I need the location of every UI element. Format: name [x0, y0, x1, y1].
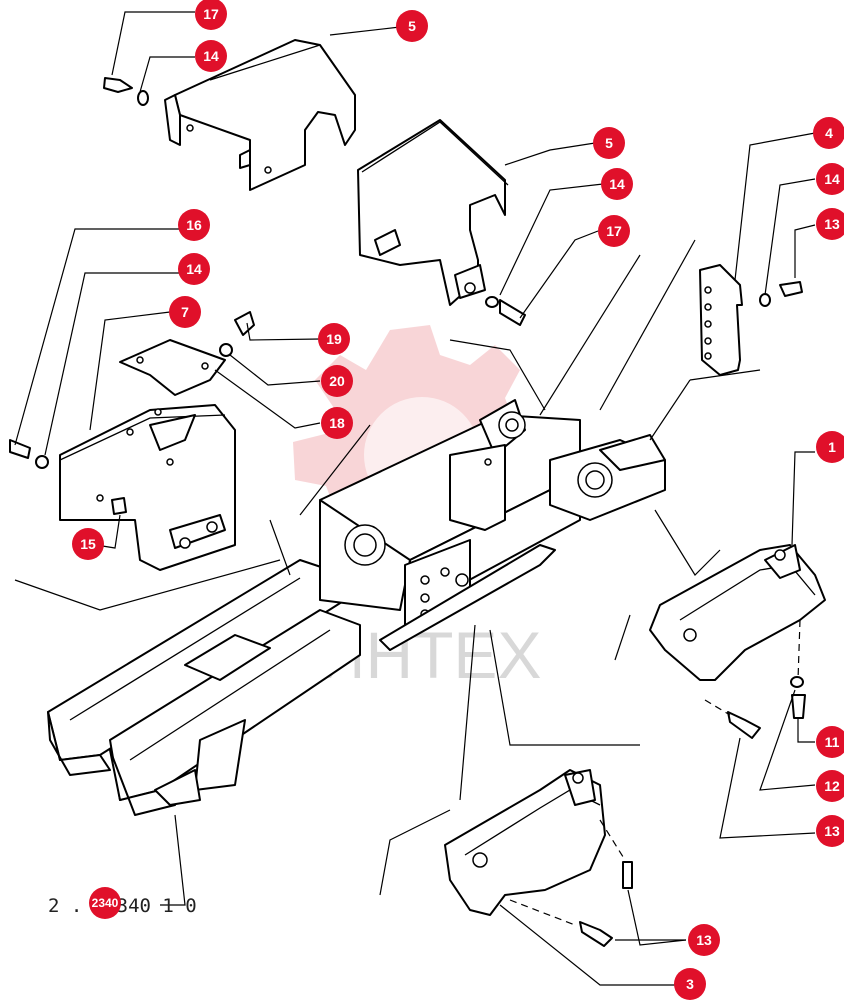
- callout-20[interactable]: 20: [321, 365, 353, 397]
- plate-part-4: [699, 264, 743, 376]
- callout-16[interactable]: 16: [178, 209, 210, 241]
- callout-ref-badge: 2340: [89, 887, 121, 919]
- svg-text:16: 16: [186, 217, 202, 233]
- svg-text:2340: 2340: [92, 896, 119, 910]
- axis-line: [797, 619, 801, 681]
- callout-5[interactable]: 5: [396, 10, 428, 42]
- svg-text:3: 3: [686, 976, 694, 992]
- svg-text:11: 11: [825, 734, 840, 750]
- svg-text:20: 20: [329, 373, 345, 389]
- callout-11[interactable]: 11: [816, 726, 844, 758]
- axis-line: [704, 699, 731, 716]
- svg-text:14: 14: [609, 176, 625, 192]
- bracket-part-1: [649, 544, 826, 681]
- svg-text:13: 13: [696, 932, 712, 948]
- callout-14[interactable]: 14: [816, 163, 844, 195]
- main-frame-assembly: [47, 399, 666, 816]
- cover-part-7-assembly: [59, 339, 236, 571]
- cover-part-5-middle: [357, 119, 509, 306]
- callout-17[interactable]: 17: [195, 0, 227, 30]
- callout-15[interactable]: 15: [72, 528, 104, 560]
- svg-text:13: 13: [824, 216, 840, 232]
- svg-text:13: 13: [824, 823, 840, 839]
- svg-text:18: 18: [329, 415, 345, 431]
- leader-lines: [14, 11, 816, 986]
- callout-14[interactable]: 14: [601, 168, 633, 200]
- callout-12[interactable]: 12: [816, 770, 844, 802]
- svg-text:14: 14: [186, 261, 202, 277]
- svg-text:1: 1: [828, 439, 836, 455]
- svg-text:5: 5: [408, 18, 416, 34]
- axis-line: [599, 819, 626, 861]
- callout-7[interactable]: 7: [169, 296, 201, 328]
- callout-4[interactable]: 4: [813, 117, 844, 149]
- drawing-reference-code: 2 . 2 340 1 0: [48, 895, 197, 917]
- svg-text:17: 17: [606, 223, 622, 239]
- svg-text:17: 17: [203, 6, 219, 22]
- svg-text:19: 19: [326, 331, 342, 347]
- callout-19[interactable]: 19: [318, 323, 350, 355]
- bracket-part-3: [444, 769, 606, 916]
- svg-text:7: 7: [181, 304, 189, 320]
- callout-1[interactable]: 1: [816, 431, 844, 463]
- callout-13[interactable]: 13: [816, 208, 844, 240]
- cover-part-5-top: [164, 39, 356, 191]
- svg-text:15: 15: [80, 536, 96, 552]
- callout-5[interactable]: 5: [593, 127, 625, 159]
- svg-text:4: 4: [825, 125, 833, 141]
- svg-text:12: 12: [824, 778, 840, 794]
- callout-14[interactable]: 14: [178, 253, 210, 285]
- callout-3[interactable]: 3: [674, 968, 706, 1000]
- callout-14[interactable]: 14: [195, 40, 227, 72]
- callout-13[interactable]: 13: [816, 815, 844, 847]
- svg-text:14: 14: [824, 171, 840, 187]
- svg-text:5: 5: [605, 135, 613, 151]
- callout-13[interactable]: 13: [688, 924, 720, 956]
- callout-18[interactable]: 18: [321, 407, 353, 439]
- callout-17[interactable]: 17: [598, 215, 630, 247]
- svg-text:14: 14: [203, 48, 219, 64]
